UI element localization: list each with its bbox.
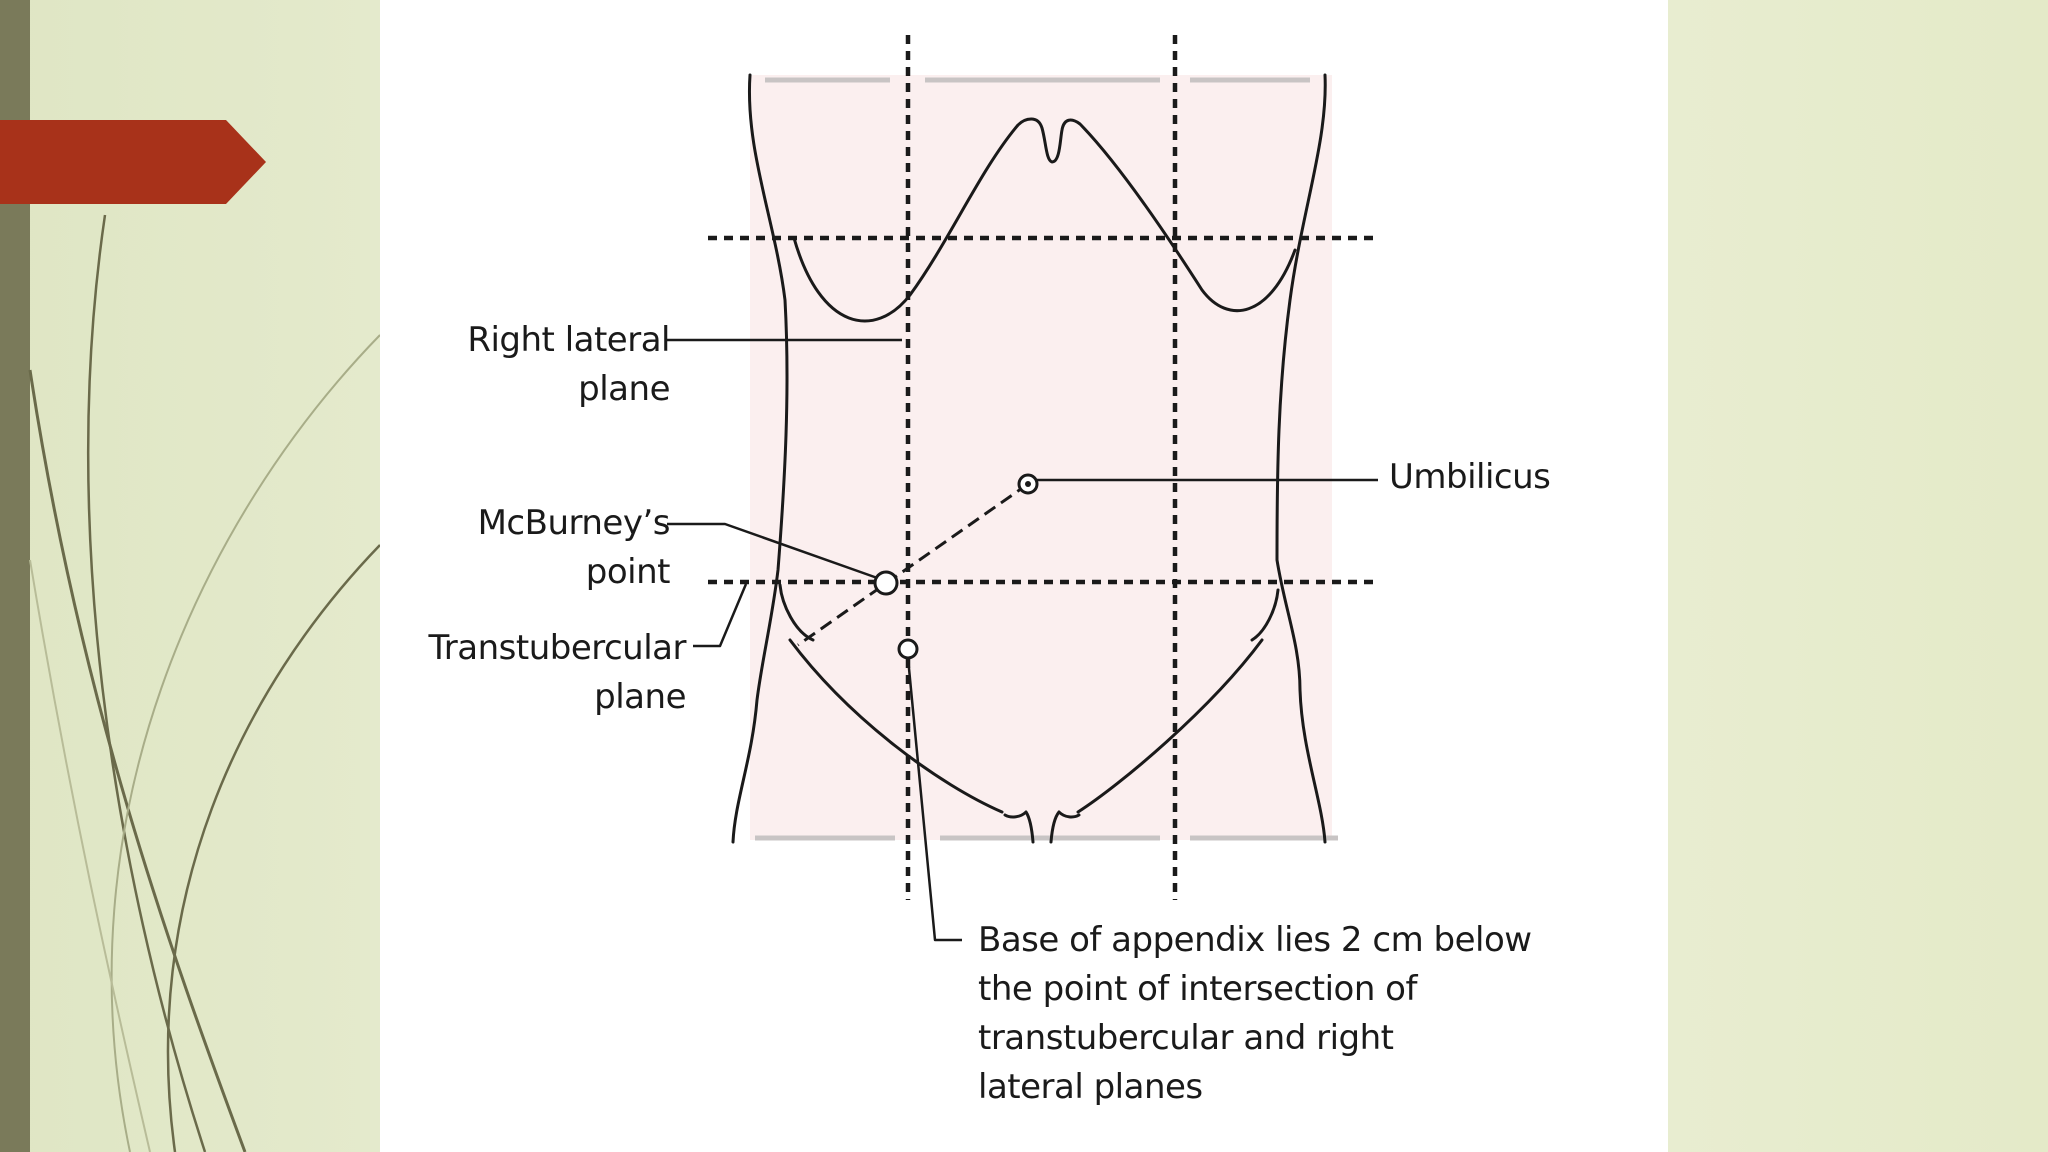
abdominal-planes-diagram — [667, 35, 1378, 942]
torso-right-outline — [1275, 73, 1327, 844]
torso-edge-shadows — [755, 77, 1338, 841]
torso-backdrop — [750, 75, 1332, 840]
right-iliac-crest — [1250, 588, 1280, 642]
leader-appendix-base — [906, 657, 962, 942]
right-inguinal-line — [1076, 638, 1264, 814]
anatomy-figure-panel: Right lateral plane Umbilicus McBurney’s… — [380, 0, 1668, 1152]
appendix-base-marker — [897, 638, 919, 660]
pubic-symphysis — [1003, 810, 1081, 844]
left-inguinal-line — [788, 638, 1004, 814]
label-mcburneys-point: McBurney’s point — [477, 503, 671, 592]
label-right-lateral-plane: Right lateral plane — [467, 320, 670, 409]
decorative-swoosh-lines — [28, 214, 381, 1152]
label-appendix-note: Base of appendix lies 2 cm below the poi… — [978, 920, 1532, 1107]
mcburneys-point-marker — [873, 570, 899, 596]
leader-transtubercular-plane — [693, 583, 748, 648]
label-umbilicus: Umbilicus — [1389, 457, 1551, 497]
accent-arrow-shape — [0, 120, 266, 204]
label-transtubercular-plane: Transtubercular plane — [428, 628, 687, 717]
umbilicus-center-dot — [1025, 481, 1031, 487]
torso-left-outline — [731, 73, 789, 844]
leader-mcburneys-point — [667, 522, 884, 582]
spinoumbilical-line — [797, 482, 1029, 647]
